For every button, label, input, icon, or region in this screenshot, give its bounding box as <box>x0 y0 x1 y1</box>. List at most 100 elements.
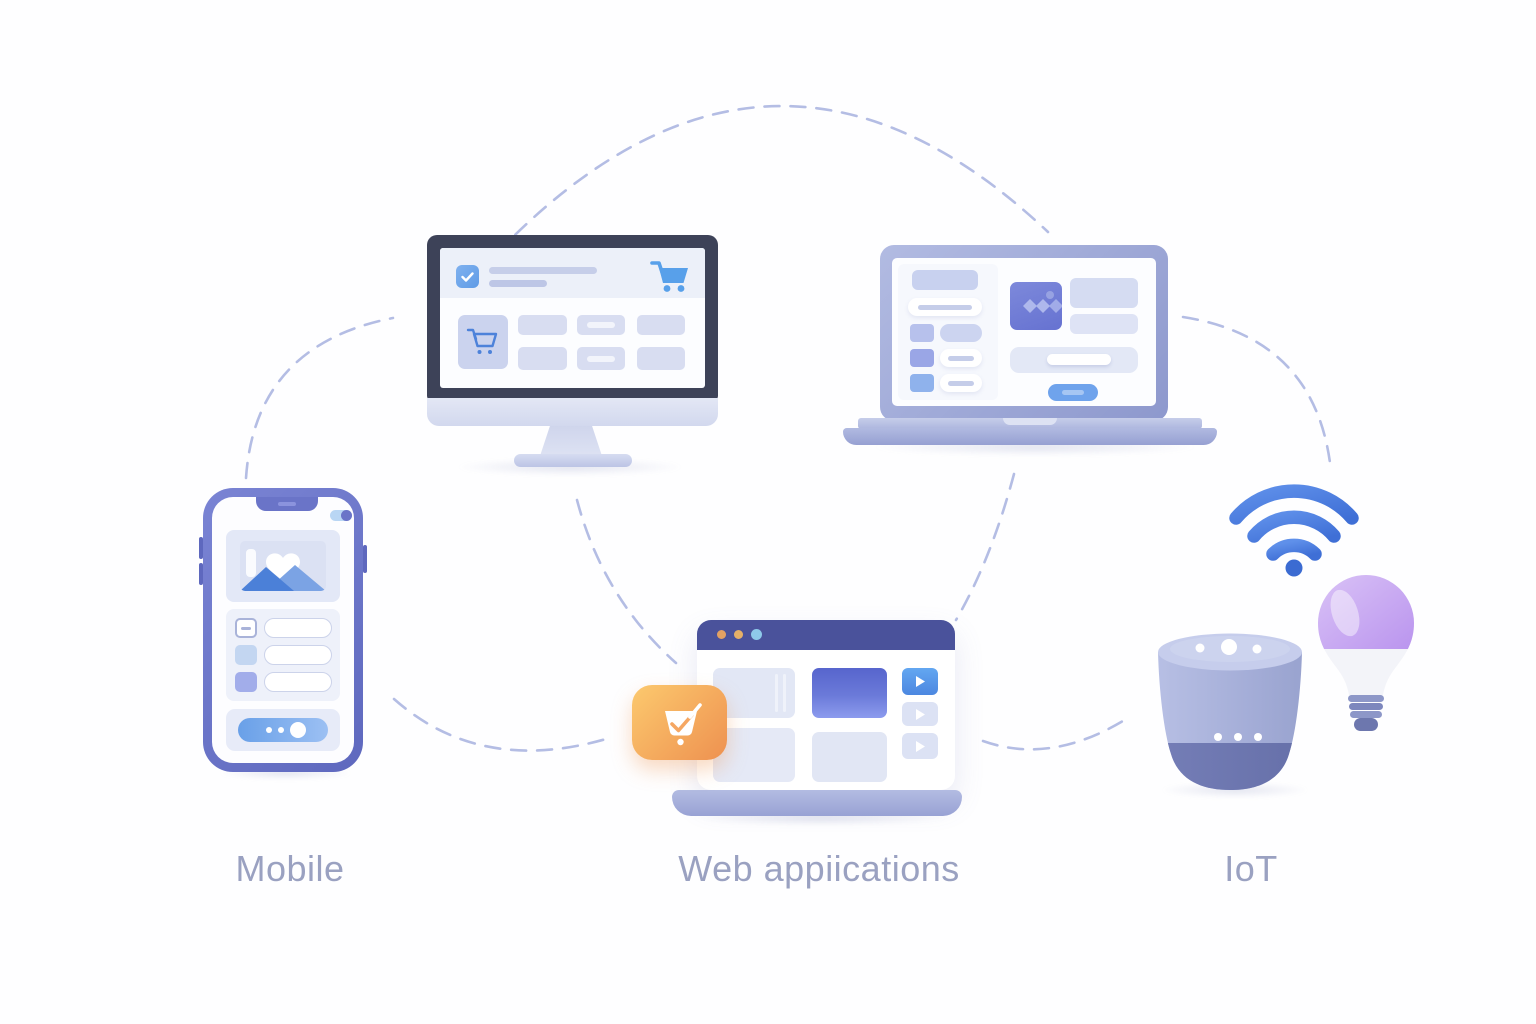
placeholder-tile <box>518 347 567 370</box>
check-badge <box>456 265 479 288</box>
smart-speaker <box>1158 633 1302 790</box>
diamond-pattern-icon <box>1023 291 1062 313</box>
action-card <box>226 709 340 751</box>
placeholder-tile <box>940 324 982 342</box>
button-line <box>1062 390 1084 395</box>
laptop-screen <box>892 258 1156 406</box>
placeholder-tile <box>912 270 978 290</box>
speaker-front-dots <box>1214 733 1262 741</box>
dot-large <box>290 722 306 738</box>
tile-line-v <box>783 674 786 712</box>
monitor-screen <box>440 248 705 388</box>
desktop-monitor <box>427 235 718 400</box>
list-icon-placeholder <box>910 374 934 392</box>
connector-monitor-laptop <box>495 104 1050 255</box>
field-icon-placeholder <box>235 672 257 692</box>
connector-phone-badge <box>392 697 608 752</box>
placeholder-tile <box>637 347 685 370</box>
input-pill <box>1047 354 1111 365</box>
toggle-knob <box>341 510 352 521</box>
input-placeholder <box>264 618 332 638</box>
laptop-base <box>843 428 1217 445</box>
window-dot-icon <box>717 630 726 639</box>
window-dot-icon <box>751 629 762 640</box>
video-thumbnail <box>902 702 938 726</box>
label-iot: IoT <box>1224 848 1278 889</box>
play-icon <box>915 740 925 752</box>
placeholder-tile <box>1070 314 1138 334</box>
placeholder-tile <box>518 315 567 335</box>
dash-line <box>241 627 251 630</box>
connector-laptop-wifi <box>1181 315 1333 473</box>
laptop-hinge-notch <box>1003 418 1057 425</box>
cta-button-placeholder <box>238 718 328 742</box>
connector-browser-speaker <box>981 714 1133 751</box>
monitor-chin <box>427 398 718 426</box>
search-bar-placeholder <box>908 298 982 316</box>
video-thumbnail <box>902 733 938 759</box>
phone-notch <box>256 497 318 511</box>
toggle-switch <box>330 510 352 521</box>
photo-placeholder-icon <box>240 549 326 591</box>
browser-window <box>697 620 955 790</box>
volume-button <box>199 537 203 559</box>
speaker-top-dots <box>1195 639 1262 655</box>
basket-check-icon <box>664 702 702 745</box>
placeholder-tile <box>637 315 685 335</box>
input-placeholder <box>264 645 332 665</box>
speaker-shadow <box>1160 782 1310 798</box>
phone-screen <box>212 497 354 763</box>
field-icon-placeholder <box>235 645 257 665</box>
image-placeholder <box>240 541 326 591</box>
power-button <box>363 545 367 573</box>
laptop <box>880 245 1168 421</box>
text-line-placeholder <box>489 280 547 287</box>
dot <box>278 727 284 733</box>
image-card <box>226 530 340 602</box>
placeholder-tile <box>713 668 795 718</box>
cart-outline-icon <box>466 328 498 354</box>
checkbox-placeholder <box>235 618 257 638</box>
shopping-badge <box>632 685 727 760</box>
smartphone <box>199 488 367 772</box>
video-thumbnail <box>902 668 938 695</box>
tile-line <box>918 304 972 310</box>
bulb-screw-base <box>1348 695 1384 731</box>
form-card <box>226 609 340 701</box>
list-icon-placeholder <box>910 349 934 367</box>
placeholder-tile <box>940 349 982 367</box>
input-placeholder <box>264 672 332 692</box>
image-tile <box>1010 282 1062 330</box>
monitor-stand <box>540 426 602 456</box>
wifi-icon <box>1229 484 1359 577</box>
checkmark-icon <box>461 271 474 282</box>
label-mobile: Mobile <box>235 848 345 889</box>
monitor-base <box>514 454 632 467</box>
connector-laptop-browser <box>954 472 1016 622</box>
tile-line-v <box>775 674 778 712</box>
placeholder-tile <box>940 374 982 392</box>
play-icon <box>915 676 925 687</box>
input-bar-placeholder <box>1010 347 1138 373</box>
hero-banner-tile <box>812 668 887 718</box>
shopping-cart-icon <box>650 261 688 292</box>
placeholder-tile <box>812 732 887 782</box>
volume-button <box>199 563 203 585</box>
tile-line <box>587 356 615 362</box>
connector-phone-monitor <box>244 316 395 480</box>
browser-title-bar <box>697 620 955 650</box>
dot <box>266 727 272 733</box>
placeholder-tile <box>1070 278 1138 308</box>
window-dot-icon <box>734 630 743 639</box>
text-line-placeholder <box>489 267 597 274</box>
placeholder-tile <box>577 347 625 370</box>
speaker-slot <box>278 502 296 506</box>
product-card-cart <box>458 315 508 369</box>
placeholder-tile <box>577 315 625 335</box>
play-icon <box>915 708 925 720</box>
primary-button-placeholder <box>1048 384 1098 401</box>
tile-line <box>948 380 974 386</box>
smart-bulb <box>1318 575 1414 731</box>
